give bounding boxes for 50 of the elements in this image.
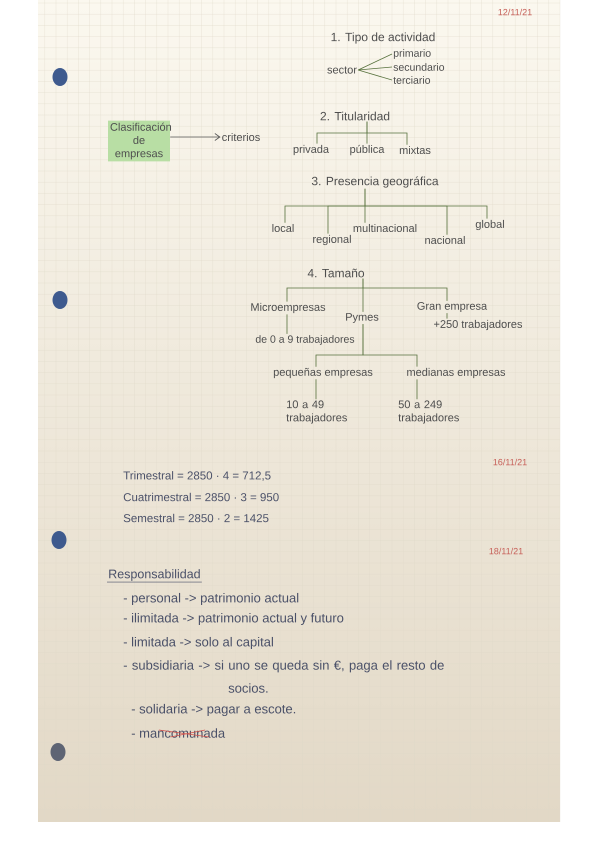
tree-label: medianas empresas — [407, 368, 506, 378]
branch-line — [416, 378, 418, 400]
list-item: - ilimitada -> patrimonio actual y futuro — [124, 612, 344, 626]
list-item: - limitada -> solo al capital — [124, 636, 273, 650]
tree-label: nacional — [425, 236, 465, 244]
date-text: 12/11/21 — [498, 8, 532, 16]
tree-label: 10 a 49 trabajadores — [286, 400, 347, 424]
tree-label: sector — [327, 66, 357, 74]
tree-label: Pymes — [346, 313, 378, 323]
branch-line — [358, 54, 392, 70]
branch-line — [358, 66, 392, 70]
heading-text: 4. Tamaño — [308, 268, 364, 278]
tree-label: global — [476, 220, 504, 230]
tree-label: +250 trabajadores — [434, 320, 522, 330]
branch-line — [446, 312, 448, 320]
tree-label: pública — [350, 144, 384, 156]
tree-label: criterios — [222, 132, 260, 142]
note-text: Semestral = 2850 · 2 = 1425 — [124, 514, 268, 522]
list-item: - solidaria -> pagar a escote. — [132, 704, 296, 716]
branch-line — [362, 278, 448, 302]
tree-label: terciario — [393, 76, 430, 84]
date-text: 16/11/21 — [494, 458, 527, 466]
branch-line — [364, 188, 488, 220]
heading-text: 1. Tipo de actividad — [332, 32, 435, 44]
tree-label: local — [272, 224, 294, 232]
heading-text: 2. Titularidad — [320, 112, 390, 120]
list-item: - personal -> patrimonio actual — [124, 592, 298, 606]
heading-text: 3. Presencia geográfica — [312, 176, 439, 188]
tree-label: privada — [294, 144, 330, 156]
tree-label: multinacional — [354, 224, 416, 232]
list-item: - subsidiaria -> si uno se queda sin €, paga el resto de socios. — [124, 660, 444, 693]
branch-line — [362, 324, 418, 368]
note-text: Cuatrimestral = 2850 · 3 = 950 — [124, 492, 279, 502]
tree-label: Microempresas — [251, 302, 326, 314]
highlighted-text: Clasificación de empresas — [108, 120, 171, 162]
tree-label: secundario — [394, 63, 444, 71]
tree-label: primario — [394, 49, 431, 59]
tree-label: mixtas — [400, 146, 430, 154]
branch-line — [358, 70, 392, 80]
note-text: Trimestral = 2850 · 4 = 712,5 — [123, 471, 271, 481]
arrow — [170, 133, 221, 141]
branch-line — [286, 314, 288, 334]
tree-label: Gran empresa — [417, 302, 488, 312]
tree-label: regional — [313, 234, 351, 246]
branch-line — [366, 121, 408, 146]
date-text: 18/11/21 — [490, 548, 523, 554]
tree-label: pequeñas empresas — [274, 368, 372, 378]
underlined-heading: Responsabilidad — [106, 569, 202, 582]
tree-label: 50 a 249 trabajadores — [398, 400, 459, 424]
tree-label: de 0 a 9 trabajadores — [256, 335, 354, 345]
